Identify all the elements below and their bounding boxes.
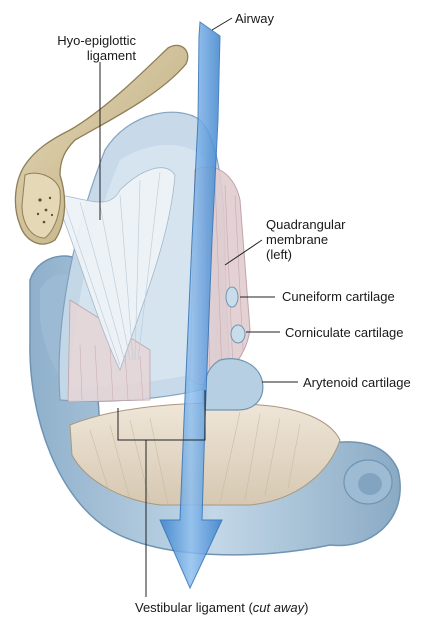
airway-arrow — [159, 21, 223, 590]
label-arytenoid-cartilage: Arytenoid cartilage — [303, 375, 411, 390]
label-vestibular-italic: cut away — [252, 600, 305, 615]
hyoid-bone — [14, 44, 189, 245]
label-corniculate-cartilage: Corniculate cartilage — [285, 325, 404, 340]
label-quadrangular-line1: Quadrangular — [266, 217, 346, 232]
label-hyo-epiglottic-ligament: Hyo-epiglottic ligament — [16, 33, 136, 63]
leader-quadrangular — [224, 239, 263, 266]
label-hyo-epiglottic-line1: Hyo-epiglottic — [57, 33, 136, 48]
label-cuneiform-cartilage: Cuneiform cartilage — [282, 289, 395, 304]
leader-lines — [99, 17, 298, 597]
hyo-epiglottic-ligament — [59, 167, 176, 372]
label-vestibular-prefix: Vestibular ligament ( — [135, 600, 253, 615]
label-vestibular-ligament: Vestibular ligament (cut away) — [135, 600, 308, 615]
cricoid-cartilage — [343, 459, 393, 505]
leader-vestibular-bracket — [117, 390, 206, 441]
label-quadrangular-line2: membrane — [266, 232, 329, 247]
arytenoid-cartilage — [202, 358, 264, 411]
corniculate-cartilage — [230, 324, 246, 344]
label-quadrangular-line3: (left) — [266, 247, 292, 262]
label-vestibular-suffix: ) — [304, 600, 309, 615]
label-hyo-epiglottic-line2: ligament — [86, 48, 136, 63]
vestibular-fold — [69, 402, 341, 506]
cuneiform-cartilage — [225, 286, 239, 308]
label-airway: Airway — [235, 11, 275, 26]
leader-airway — [211, 17, 233, 31]
label-quadrangular-membrane: Quadrangular membrane (left) — [266, 217, 346, 262]
